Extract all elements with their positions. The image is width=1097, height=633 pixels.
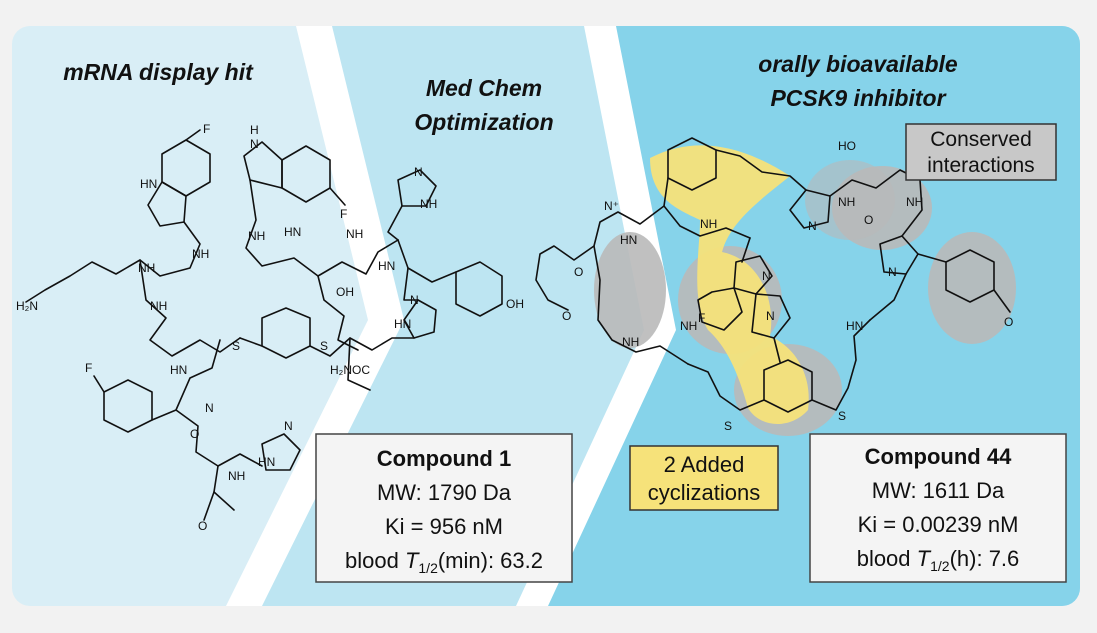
atom-hn-6: HN <box>258 455 275 469</box>
compound-1-half-life: blood T1/2(min): 63.2 <box>345 548 543 576</box>
added-box <box>629 445 779 511</box>
compound-1-structure: F HN H N F NH NH HN NH NH N NH OH HN OH … <box>16 122 524 533</box>
atom-o-2: O <box>198 519 207 533</box>
atom-nh-5: NH <box>420 197 437 211</box>
conserved-line2: interactions <box>927 154 1034 177</box>
atom-n-8: N <box>888 265 897 279</box>
atom-n-2: N <box>414 165 423 179</box>
compound-44-mw: MW: 1611 Da <box>872 478 1005 503</box>
atom-n-4: N <box>205 401 214 415</box>
atom-n-1: N <box>250 137 259 151</box>
atom-f-3: F <box>85 361 92 375</box>
atom-o-6: O <box>1004 315 1013 329</box>
compound-1-box <box>315 433 573 583</box>
compound-44-info-box: Compound 44 MW: 1611 Da Ki = 0.00239 nM … <box>809 433 1067 583</box>
compound-44-ki: Ki = 0.00239 nM <box>858 512 1019 537</box>
compound-1-mw: MW: 1790 Da <box>377 480 512 505</box>
added-cyclizations-callout: 2 Added cyclizations <box>629 445 779 511</box>
atom-nh-12: NH <box>622 335 639 349</box>
atom-h2noc-1: H₂NOC <box>330 363 370 377</box>
atom-nh-4: NH <box>138 261 155 275</box>
heading-orally-bioavailable: orally bioavailable <box>758 51 958 77</box>
atom-ho-1: HO <box>838 139 856 153</box>
atom-n-3: N <box>410 293 419 307</box>
atom-f-2: F <box>340 207 347 221</box>
compound-44-half-life: blood T1/2(h): 7.6 <box>857 546 1020 574</box>
atom-nh-7: NH <box>228 469 245 483</box>
atom-o-5: O <box>562 309 571 323</box>
atom-hn-8: HN <box>846 319 863 333</box>
added-line2: cyclizations <box>648 480 760 505</box>
atom-n-7: N <box>762 269 771 283</box>
atom-o-4: O <box>574 265 583 279</box>
atom-s-4: S <box>838 409 846 423</box>
conserved-line1: Conserved <box>930 128 1032 151</box>
atom-s-1: S <box>232 339 240 353</box>
atom-h-1: H <box>250 123 259 137</box>
atom-n-6: N <box>808 219 817 233</box>
compound-44-title: Compound 44 <box>865 444 1012 469</box>
atom-o-3: O <box>864 213 873 227</box>
atom-o-1: O <box>190 427 199 441</box>
atom-nh-11: NH <box>680 319 697 333</box>
atom-nplus-1: N⁺ <box>604 199 619 213</box>
atom-nh-10: NH <box>700 217 717 231</box>
conserved-blob-left <box>594 232 666 348</box>
atom-n-5: N <box>284 419 293 433</box>
atom-n-9: N <box>766 309 775 323</box>
conserved-blob-right <box>928 232 1016 344</box>
conserved-box <box>905 123 1057 181</box>
atom-s-3: S <box>724 419 732 433</box>
heading-pcsk9-inhibitor: PCSK9 inhibitor <box>770 85 946 111</box>
atom-hn-2: HN <box>284 225 301 239</box>
atom-hn-3: HN <box>378 259 395 273</box>
atom-hn-5: HN <box>170 363 187 377</box>
atom-nh-1: NH <box>192 247 209 261</box>
compound-1-title: Compound 1 <box>377 446 511 471</box>
separator-left <box>226 26 404 606</box>
atom-nh-9: NH <box>906 195 923 209</box>
atom-nh-8: NH <box>838 195 855 209</box>
atom-s-2: S <box>320 339 328 353</box>
atom-f-1: F <box>203 122 210 136</box>
atom-hn-4: HN <box>394 317 411 331</box>
atom-hn-1: HN <box>140 177 157 191</box>
heading-med-chem: Med Chem <box>426 75 542 101</box>
separator-right <box>516 26 676 606</box>
added-line1: 2 Added <box>664 452 745 477</box>
conserved-interactions-callout: Conserved interactions <box>905 123 1057 181</box>
atom-nh-2: NH <box>248 229 265 243</box>
atom-hn-7: HN <box>620 233 637 247</box>
compound-1-ki: Ki = 956 nM <box>385 514 503 539</box>
atom-h2n-1: H₂N <box>16 299 38 313</box>
heading-mrna-display-hit: mRNA display hit <box>63 59 254 85</box>
compound-44-structure: HO N⁺ NH N O NH NH HN O O N N F N HN NH … <box>535 137 1016 436</box>
atom-nh-6: NH <box>150 299 167 313</box>
atom-oh-1: OH <box>336 285 354 299</box>
compound-44-box <box>809 433 1067 583</box>
cyclization-highlight <box>650 145 809 425</box>
atom-nh-3: NH <box>346 227 363 241</box>
atom-oh-2: OH <box>506 297 524 311</box>
heading-optimization: Optimization <box>414 109 553 135</box>
atom-f-4: F <box>698 311 705 325</box>
compound-1-info-box: Compound 1 MW: 1790 Da Ki = 956 nM blood… <box>315 433 573 583</box>
